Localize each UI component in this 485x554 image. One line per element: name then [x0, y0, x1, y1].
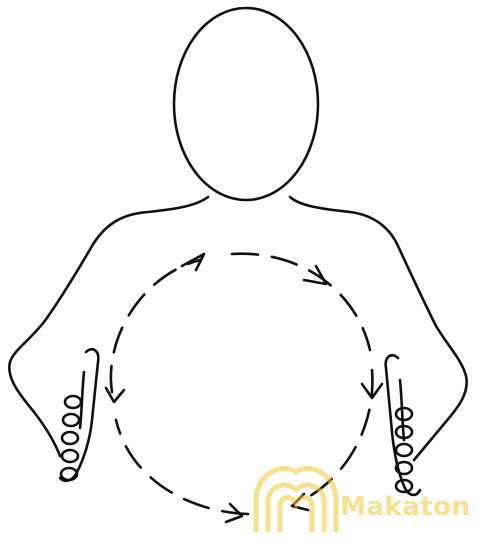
torso-and-arms [9, 197, 208, 456]
right-shoulder-arm [290, 197, 467, 460]
makaton-logo-icon [256, 468, 336, 530]
head [174, 8, 318, 200]
left-hand [60, 349, 98, 481]
right-hand [386, 355, 420, 495]
makaton-watermark-text: Makaton [340, 492, 471, 522]
circular-motion-path [106, 254, 382, 522]
